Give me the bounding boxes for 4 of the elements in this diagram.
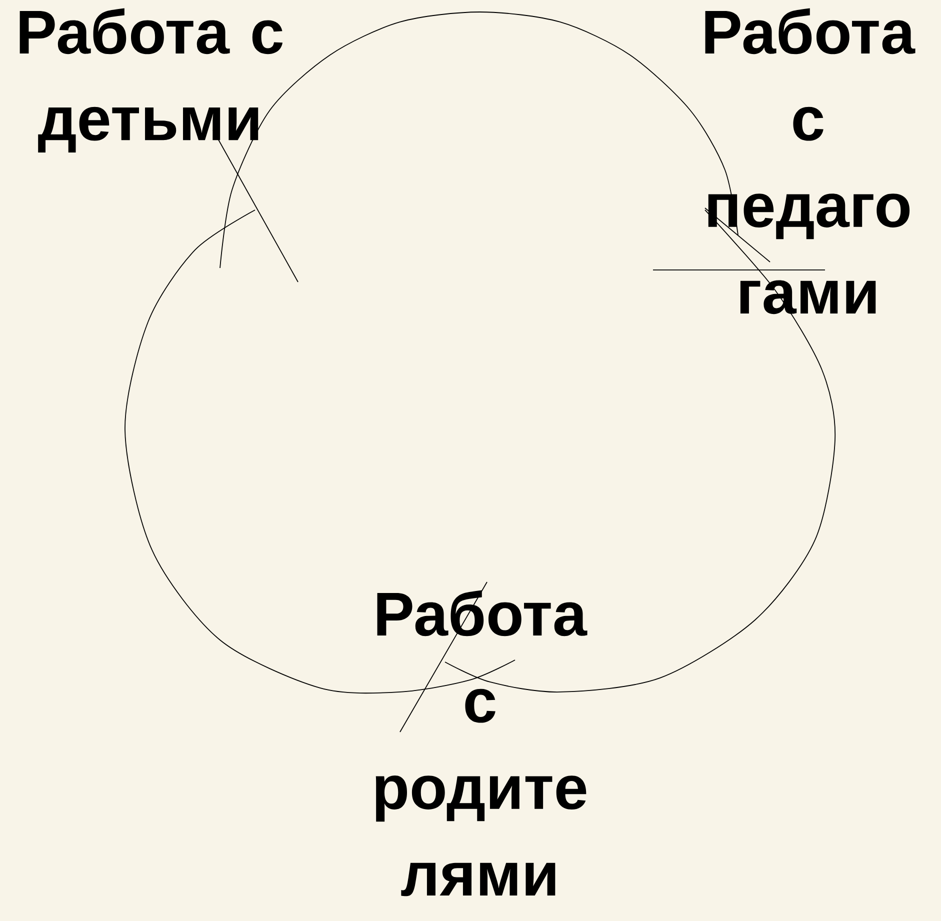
curved-line: [124, 210, 516, 694]
text-label: Работа с детьми: [20, 8, 283, 152]
curved-line: [220, 12, 738, 268]
curved-line: [444, 210, 836, 692]
